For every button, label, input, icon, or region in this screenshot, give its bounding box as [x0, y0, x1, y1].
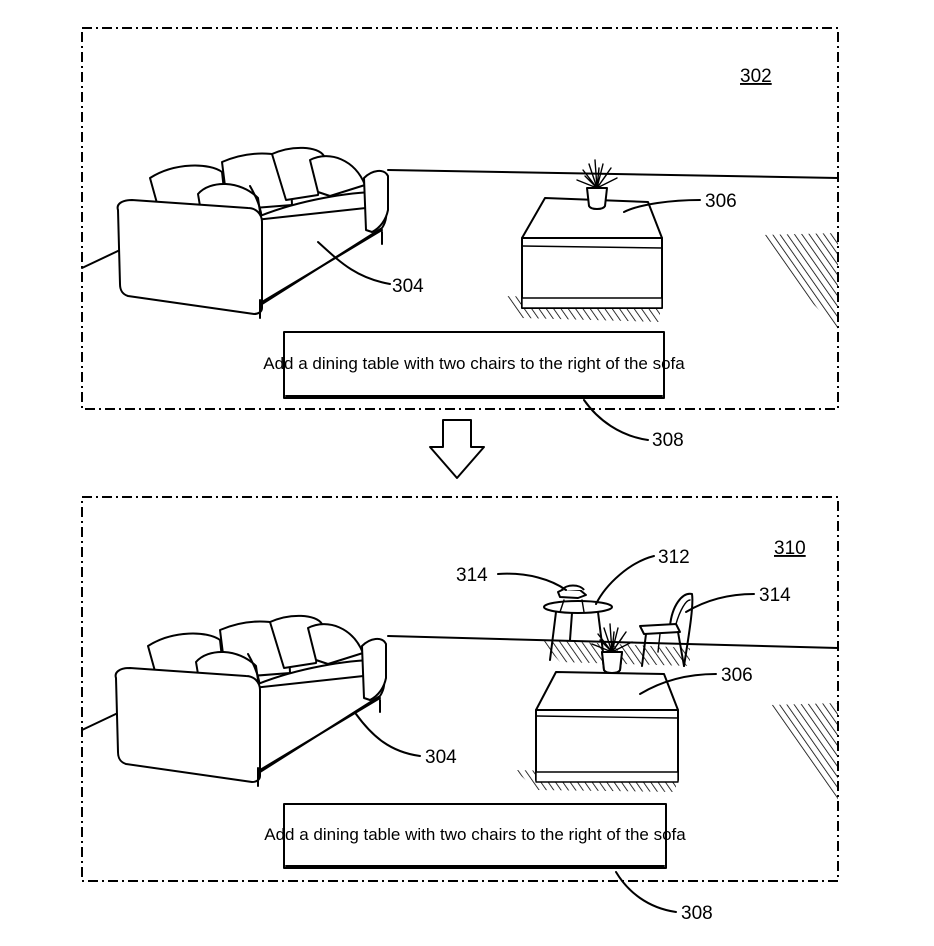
top-prompt-box: Add a dining table with two chairs to th… — [263, 331, 685, 399]
bottom-label-dining-table: 312 — [658, 547, 690, 568]
bottom-panel: 310 — [81, 496, 839, 882]
bottom-panel-frame — [81, 496, 839, 882]
top-rug-shadow — [760, 233, 838, 330]
top-label-sofa: 304 — [392, 276, 424, 297]
bottom-rug-shadow — [770, 703, 838, 800]
top-panel-ref-label: 302 — [740, 66, 772, 87]
top-label-prompt-box: 308 — [652, 430, 684, 451]
bottom-prompt-text: Add a dining table with two chairs to th… — [264, 825, 686, 844]
top-floor-line-left — [81, 249, 121, 269]
bottom-plant-front — [601, 651, 623, 674]
top-sofa — [116, 146, 390, 319]
top-floor-line-right — [387, 169, 839, 179]
bottom-label-chair-right: 314 — [759, 585, 791, 606]
bottom-label-chair-left: 314 — [456, 565, 488, 586]
bottom-prompt-box: Add a dining table with two chairs to th… — [264, 803, 686, 869]
bottom-panel-ref-label: 310 — [774, 538, 806, 559]
bottom-label-side-table: 306 — [721, 665, 753, 686]
bottom-side-table — [515, 671, 679, 792]
bottom-sofa — [114, 614, 388, 787]
bottom-chair-right — [639, 592, 694, 667]
bottom-floor-line-left — [81, 711, 121, 731]
down-arrow-icon — [429, 419, 485, 479]
top-panel: 302 Add a dining table with two chairs t… — [81, 27, 839, 410]
top-label-side-table: 306 — [705, 191, 737, 212]
top-side-table — [505, 197, 663, 322]
top-prompt-text: Add a dining table with two chairs to th… — [263, 354, 685, 373]
bottom-label-prompt-box: 308 — [681, 903, 713, 924]
top-panel-frame — [81, 27, 839, 410]
bottom-label-sofa: 304 — [425, 747, 457, 768]
